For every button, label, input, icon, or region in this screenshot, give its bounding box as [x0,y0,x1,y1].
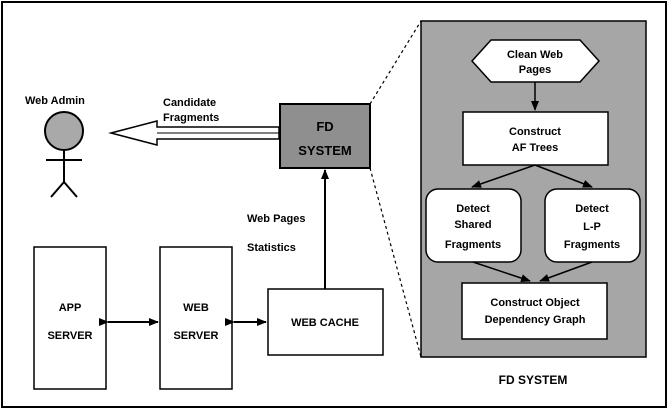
construct-af-trees-node [462,111,609,166]
candidate-label-line1: Candidate [163,97,216,109]
detect-lp-line3: Fragments [564,239,620,251]
zoom-line-bottom [369,167,422,358]
clean-web-pages-line1: Clean Web [507,49,563,61]
clean-web-pages-line2: Pages [519,64,551,76]
web-server-line2: SERVER [173,330,218,342]
zoom-line-top [369,20,422,105]
web-pages-label: Web Pages [247,213,306,225]
construct-to-shared-arrow [471,164,536,188]
web-admin-label: Web Admin [25,95,85,107]
app-server-line2: SERVER [47,330,92,342]
web-server-box [159,246,233,390]
fd-system-caption: FD SYSTEM [499,373,568,387]
construct-odg-line1: Construct Object [490,297,580,309]
fd-system-box-line1: FD [316,119,333,134]
detect-lp-node [544,188,641,263]
detect-lp-line2: L-P [583,221,601,233]
web-cache-label: WEB CACHE [291,317,359,329]
shared-to-odg-arrow [472,261,531,282]
app-server-box [33,246,107,390]
clean-web-pages-node [470,39,601,83]
candidate-label-line2: Fragments [163,112,219,124]
detect-lp-line1: Detect [575,203,609,215]
construct-af-trees-line1: Construct [509,126,561,138]
construct-to-lp-arrow [534,164,593,188]
statistics-label: Statistics [247,242,296,254]
fd-system-box-line2: SYSTEM [298,143,351,158]
construct-odg-node [461,282,608,340]
construct-af-trees-line2: AF Trees [512,142,558,154]
construct-odg-line2: Dependency Graph [485,314,586,326]
detect-shared-line1: Detect [456,203,490,215]
web-cache-box [267,288,384,356]
lp-to-odg-arrow [539,261,593,282]
app-server-line1: APP [59,302,82,314]
web-server-line1: WEB [183,302,209,314]
web-admin-person-icon [44,111,84,198]
detect-shared-line2: Shared [454,219,491,231]
fd-system-box [279,103,371,169]
detect-shared-line3: Fragments [445,239,501,251]
